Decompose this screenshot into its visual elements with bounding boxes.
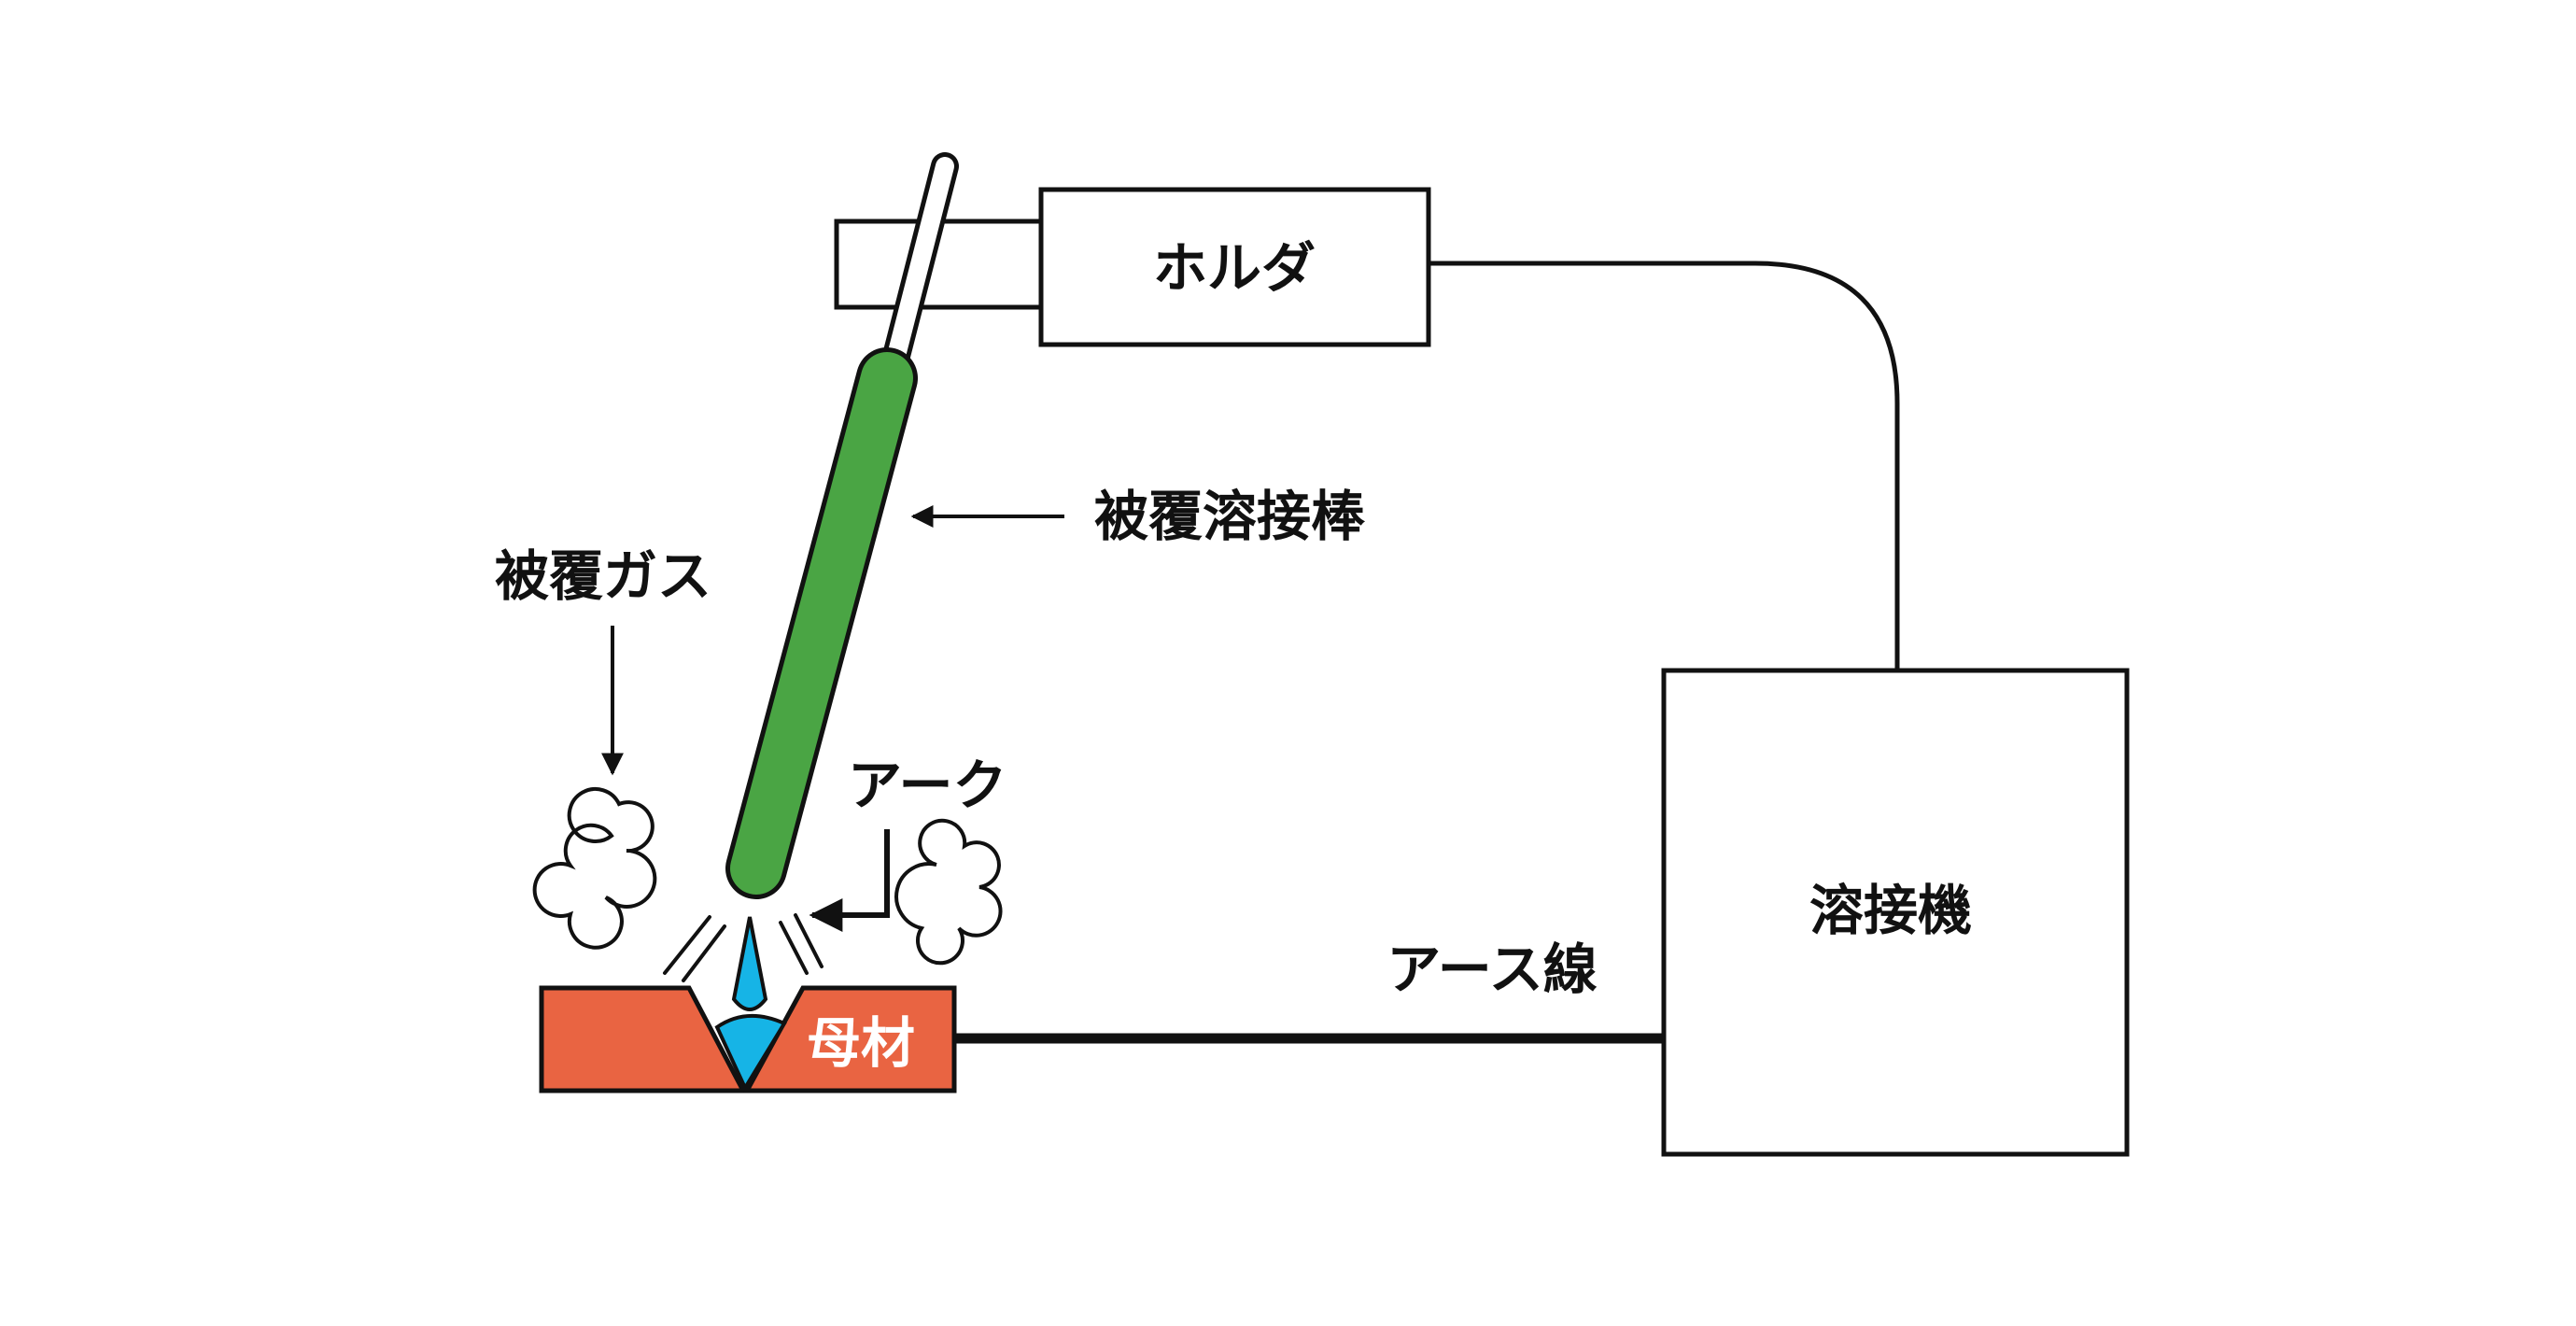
- base-metal-left: [539, 985, 748, 1093]
- arc-pointer-arrow: [809, 829, 890, 932]
- holder-label: ホルダ: [1153, 236, 1316, 300]
- weld-pool: [714, 1013, 787, 1093]
- electrode-coating: [730, 352, 913, 895]
- arc-label: アーク: [848, 754, 1007, 817]
- ground-wire-label: アース線: [1387, 938, 1598, 1001]
- gas-cloud-right: [894, 818, 1003, 966]
- gas-cloud-left: [532, 787, 657, 950]
- metal-droplet: [731, 916, 768, 1011]
- shield-gas-label: 被覆ガス: [495, 544, 711, 608]
- base-metal-right: [742, 985, 957, 1093]
- holder-cable: [1429, 261, 1900, 670]
- electrode-label: 被覆溶接棒: [1094, 485, 1366, 548]
- holder-box: [1038, 187, 1431, 347]
- welder-label: 溶接機: [1809, 879, 1972, 942]
- base-metal-label: 母材: [807, 1011, 915, 1075]
- arc-rays: [663, 913, 823, 982]
- welder-box: [1661, 668, 2130, 1157]
